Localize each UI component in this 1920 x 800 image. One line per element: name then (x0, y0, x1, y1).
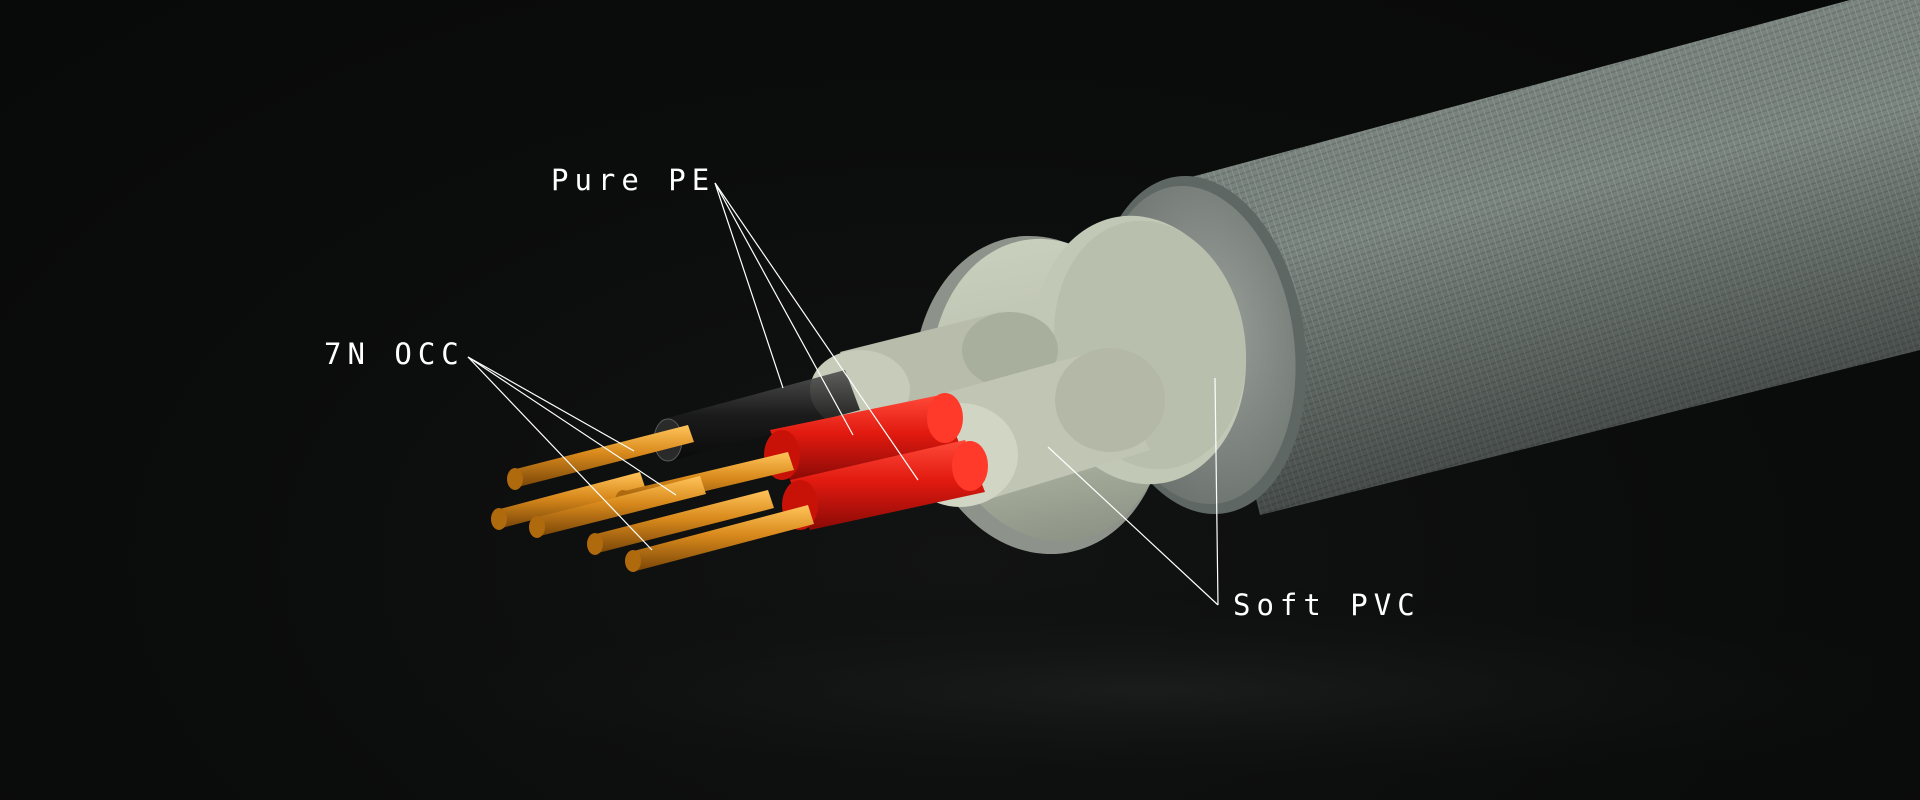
leader-occ-3 (467, 356, 653, 551)
label-7n-occ: 7N OCC (324, 337, 465, 371)
label-soft-pvc: Soft PVC (1233, 588, 1421, 622)
leader-occ-1 (467, 356, 635, 452)
copper-strand-5 (587, 490, 774, 555)
leader-occ-2 (467, 356, 677, 496)
leader-pvc-2 (1214, 377, 1219, 606)
leader-pe-3 (714, 182, 919, 481)
copper-strand-6 (625, 505, 814, 572)
copper-strand-1 (507, 425, 694, 490)
floor-shadow (250, 580, 1920, 800)
leader-pe-2 (714, 182, 854, 436)
copper-strand-2 (491, 472, 646, 530)
leader-pvc-1 (1047, 446, 1219, 606)
leader-lines (467, 182, 1219, 606)
copper-conductors (491, 425, 814, 572)
leader-pe-1 (714, 182, 784, 389)
copper-strand-4 (529, 476, 706, 538)
label-pure-pe: Pure PE (551, 163, 716, 197)
